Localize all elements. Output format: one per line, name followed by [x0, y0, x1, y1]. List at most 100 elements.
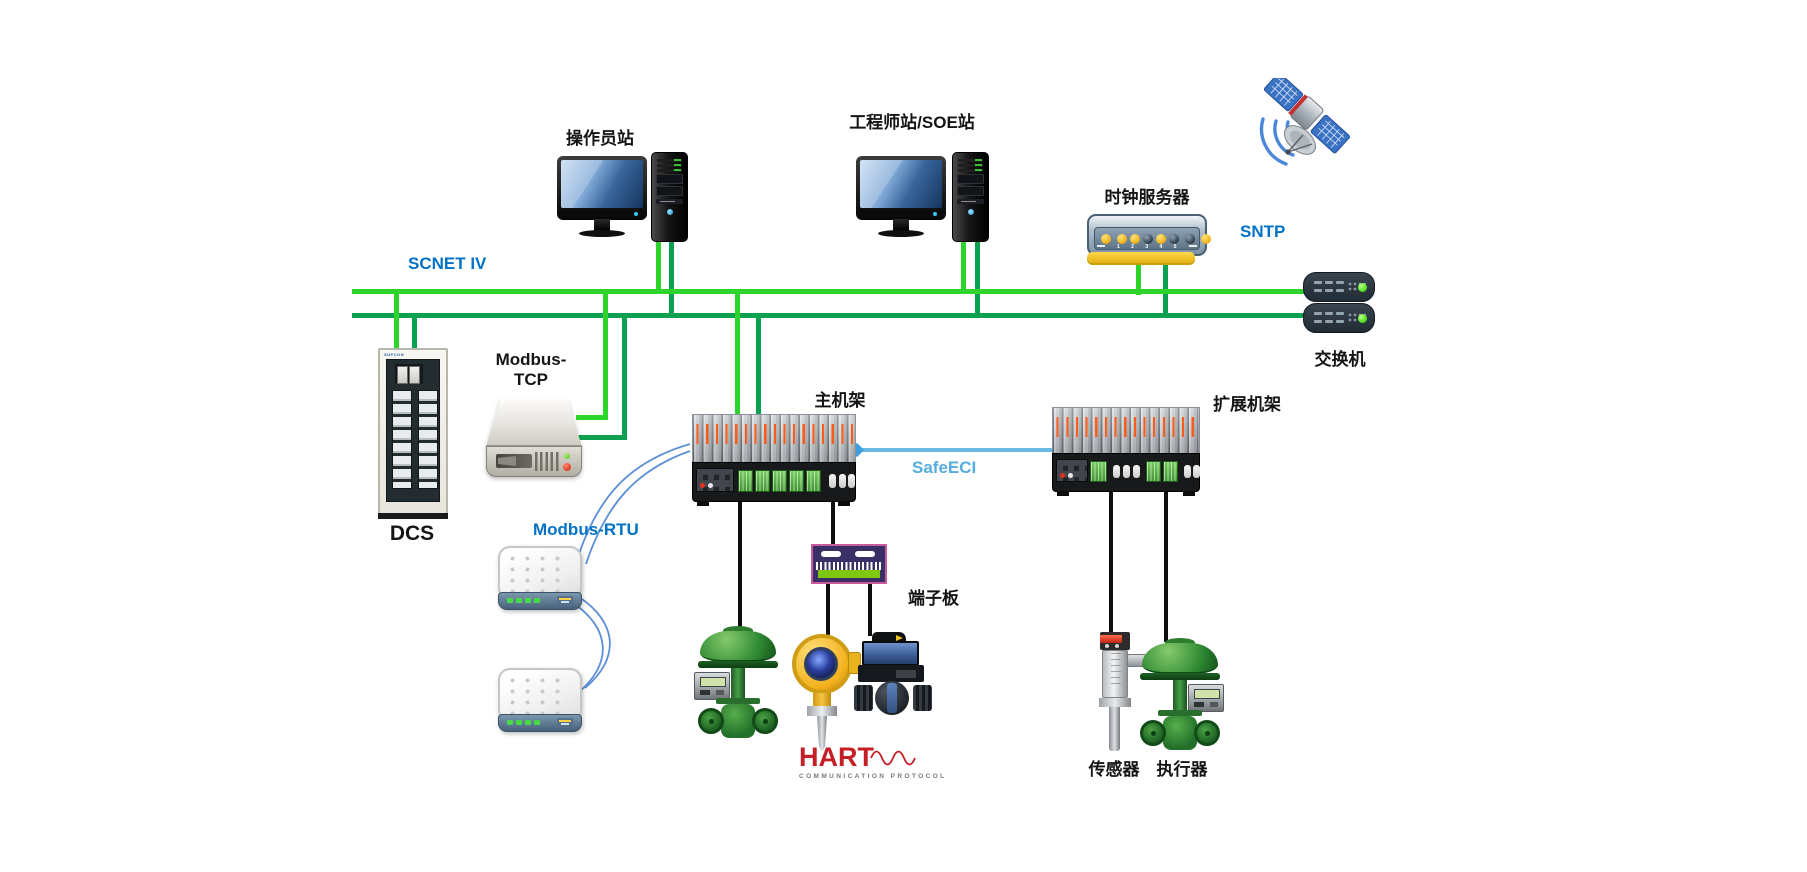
expansion-rack-label: 扩展机架: [1213, 395, 1281, 414]
cable-mainrack-valve: [738, 501, 742, 630]
monitor-screen: [561, 160, 643, 208]
cable-exprack-sensor: [1109, 491, 1113, 636]
modem-2: [498, 668, 582, 740]
port-icon: [1201, 233, 1211, 244]
switch-label: 交换机: [1314, 350, 1366, 369]
terminal-board: [811, 544, 887, 584]
drop-operator-b: [669, 240, 674, 316]
port-icon: [1130, 233, 1140, 244]
operator-tower: [651, 152, 688, 242]
drop-dcs-b: [412, 316, 417, 352]
valve-electric-actuator: [862, 641, 919, 666]
drop-mainrack-a: [735, 292, 740, 416]
main-rack-label: 主机架: [814, 391, 866, 410]
cable-terminalboard-transmitter: [826, 583, 830, 638]
valve-actuator-dome: [1142, 643, 1218, 674]
actuator-label: 执行器: [1156, 760, 1208, 779]
screen-glare: [561, 160, 604, 208]
switch-led: [1358, 283, 1367, 292]
sensor-display: [1100, 635, 1122, 643]
main-rack-chassis: [692, 462, 856, 502]
tower-power-led: [967, 209, 974, 215]
main-rack-modules: [692, 414, 856, 462]
valve-actuator-dome: [700, 631, 776, 662]
power-led: [634, 212, 638, 216]
probe-sensor: [1096, 632, 1146, 754]
valve-flange: [1194, 720, 1220, 746]
hart-logo: HART COMMUNICATION PROTOCOL: [799, 742, 947, 781]
port-icon: [1101, 233, 1111, 244]
power-led: [933, 212, 937, 216]
switch-unit-bottom: [1303, 303, 1375, 333]
scnet-bus-secondary: [352, 313, 1308, 318]
modem-1: [498, 546, 582, 618]
modbus-tcp-gateway: [486, 399, 582, 481]
port-icon: [1143, 233, 1153, 244]
scnet-label: SCNET IV: [408, 254, 487, 273]
modbus-rtu-label: Modbus-RTU: [533, 520, 639, 539]
actuator-valve: [1140, 638, 1224, 762]
drop-engineer-a: [961, 240, 966, 292]
drop-clock-b: [1163, 257, 1168, 316]
drop-operator-a: [656, 240, 661, 292]
port-numbers: 1 2 3 4 5: [1117, 244, 1182, 250]
dcs-card-column: [392, 390, 412, 489]
clock-server-base: [1087, 252, 1195, 263]
valve-flange: [752, 708, 778, 734]
valve-positioner: [694, 672, 730, 700]
pressure-transmitter: [790, 634, 861, 754]
hart-wordmark: HART: [799, 742, 874, 772]
port-icon: [1117, 233, 1127, 244]
expansion-rack-chassis: [1052, 453, 1200, 492]
riser-modbustcp-b-v: [622, 316, 627, 440]
safeeci-line: [856, 448, 1054, 452]
riser-modbustcp-b-h: [576, 435, 627, 440]
monitor-screen: [860, 160, 942, 208]
engineer-monitor: [856, 156, 946, 220]
satellite-icon: [1259, 78, 1350, 166]
valve-flange: [698, 708, 724, 734]
port-icon: [1185, 233, 1195, 244]
safeeci-label: SafeECI: [912, 458, 977, 477]
monitor-stand: [893, 219, 909, 231]
clock-server-device: 1 2 3 4 5: [1087, 214, 1211, 256]
monitor-base: [579, 230, 625, 237]
clock-server-label: 时钟服务器: [1104, 188, 1190, 207]
port-icon: [1169, 233, 1179, 244]
riser-modbustcp-a-v: [603, 292, 608, 420]
dcs-label: DCS: [389, 522, 435, 545]
dcs-card-column: [418, 390, 438, 489]
clock-server-panel: [1094, 227, 1211, 250]
gateway-red-led: [563, 463, 571, 471]
dcs-brand-label: SUPCON: [384, 352, 405, 357]
expansion-rack-modules: [1052, 407, 1200, 453]
gateway-green-led: [564, 453, 570, 459]
cable-terminalboard-blackvalve: [868, 583, 872, 636]
modbus-tcp-label: Modbus- TCP: [495, 350, 567, 389]
hart-wave-icon: [870, 750, 916, 766]
drop-dcs-a: [394, 292, 399, 352]
dcs-interior: [386, 359, 440, 502]
tower-power-led: [666, 209, 673, 215]
operator-monitor: [557, 156, 647, 220]
sntp-label: SNTP: [1240, 222, 1286, 241]
riser-modbustcp-a-h: [576, 415, 608, 420]
sensor-label: 传感器: [1088, 760, 1140, 779]
drop-clock-a: [1136, 257, 1141, 295]
hart-subtitle: COMMUNICATION PROTOCOL: [799, 773, 947, 780]
drop-mainrack-b: [756, 316, 761, 416]
dcs-cabinet: SUPCON: [378, 348, 448, 519]
monitor-base: [878, 230, 924, 237]
monitor-stand: [594, 219, 610, 231]
port-icon: [1156, 233, 1166, 244]
terminal-board-label: 端子板: [908, 589, 959, 608]
switch-unit-top: [1303, 272, 1375, 302]
scnet-bus-primary: [352, 289, 1308, 294]
cable-mainrack-terminalboard: [831, 501, 835, 546]
engineer-station-label: 工程师站/SOE站: [849, 113, 975, 132]
screen-glare: [860, 160, 903, 208]
switch-led: [1358, 314, 1367, 323]
valve-positioner: [1188, 684, 1224, 712]
